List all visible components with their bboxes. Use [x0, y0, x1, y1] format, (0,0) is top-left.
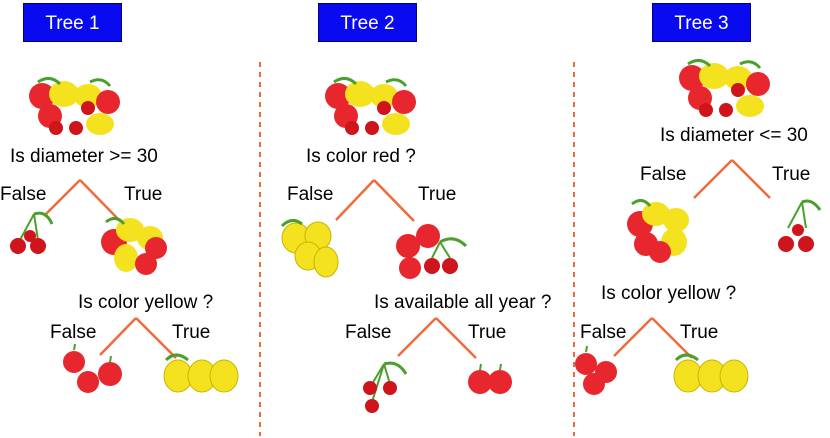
tree3-root-question: Is diameter <= 30: [660, 125, 808, 146]
tree3-root-true-edge: [731, 159, 771, 199]
tree1-root-false-label: False: [0, 184, 47, 205]
tree-3-header: Tree 3: [652, 3, 751, 42]
tree1-root-true-label: True: [124, 184, 163, 205]
tree-2-header: Tree 2: [318, 3, 417, 42]
tree2-root-true-label: True: [418, 184, 457, 205]
tree3-root-false-edge: [693, 159, 733, 199]
tree1-sub-question: Is color yellow ?: [78, 292, 214, 313]
tree2-sub-true-label: True: [468, 322, 507, 343]
apples-and-lemons-icon: [101, 217, 167, 275]
cherries-icon: [778, 199, 822, 252]
tree1-root-question: Is diameter >= 30: [10, 146, 158, 167]
tree2-root-false-edge: [335, 179, 375, 221]
tree2-sub-question: Is available all year ?: [374, 292, 552, 313]
tree3-sub-false-edge: [613, 317, 653, 357]
apples-icon: [63, 343, 122, 393]
tree2-root-question: Is color red ?: [306, 146, 416, 167]
tree3-sub-question: Is color yellow ?: [601, 283, 737, 304]
apples-and-cherries-icon: [396, 224, 468, 279]
tree2-sub-false-label: False: [345, 322, 392, 343]
mixed-fruit-icon: [29, 77, 120, 135]
tree1-root-true-edge: [79, 179, 121, 222]
apples-icon: [468, 363, 512, 394]
tree3-sub-true-label: True: [680, 322, 719, 343]
tree1-sub-true-edge: [135, 317, 177, 359]
apples-icon: [575, 345, 617, 395]
tree2-sub-true-edge: [435, 317, 477, 359]
mixed-fruit-icon: [679, 59, 770, 117]
lemons-icon: [673, 353, 749, 393]
tree2-sub-false-edge: [397, 317, 437, 357]
tree3-sub-true-edge: [651, 317, 693, 359]
lemons-icon: [280, 219, 339, 278]
tree3-root-false-label: False: [640, 164, 687, 185]
tree-1-header: Tree 1: [23, 3, 122, 42]
mixed-fruit-icon: [325, 77, 416, 135]
tree3-sub-false-label: False: [580, 322, 627, 343]
tree3-root-true-label: True: [772, 164, 811, 185]
lemons-icon: [163, 353, 239, 393]
tree2-root-true-edge: [373, 179, 415, 222]
cherries-icon: [10, 211, 54, 254]
apples-and-lemons-icon: [627, 199, 689, 263]
tree1-root-false-edge: [43, 179, 81, 217]
tree2-root-false-label: False: [287, 184, 334, 205]
tree1-sub-true-label: True: [172, 322, 211, 343]
tree1-sub-false-label: False: [50, 322, 97, 343]
tree1-sub-false-edge: [99, 317, 137, 356]
cherries-icon: [363, 361, 408, 413]
